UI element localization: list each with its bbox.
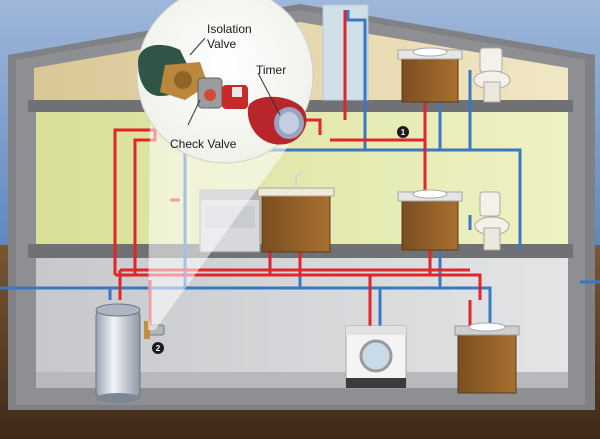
marker-1: 1 (397, 126, 409, 138)
kitchen-sink-cabinet (257, 171, 335, 253)
marker-2: 2 (152, 342, 164, 354)
basement-floor (36, 372, 568, 388)
timer-label: Timer (256, 63, 286, 77)
bathroom-vanity-main (397, 189, 463, 251)
zoom-beam (148, 120, 300, 330)
marker-2-label: 2 (156, 344, 161, 353)
isolation-valve-label: Isolation (207, 22, 252, 36)
toilet-main-floor (474, 191, 510, 251)
basement-sink-cabinet (454, 322, 520, 394)
bathroom-vanity-upper (397, 47, 463, 103)
washing-machine (345, 325, 407, 389)
recirculation-pump-detail (138, 44, 307, 145)
water-heater (95, 303, 141, 403)
toilet-upper-floor (473, 47, 511, 103)
isolation-valve-label-line2: Valve (207, 37, 236, 51)
callout-leaders (187, 37, 281, 126)
check-valve-label: Check Valve (170, 137, 237, 151)
marker-1-label: 1 (401, 128, 406, 137)
